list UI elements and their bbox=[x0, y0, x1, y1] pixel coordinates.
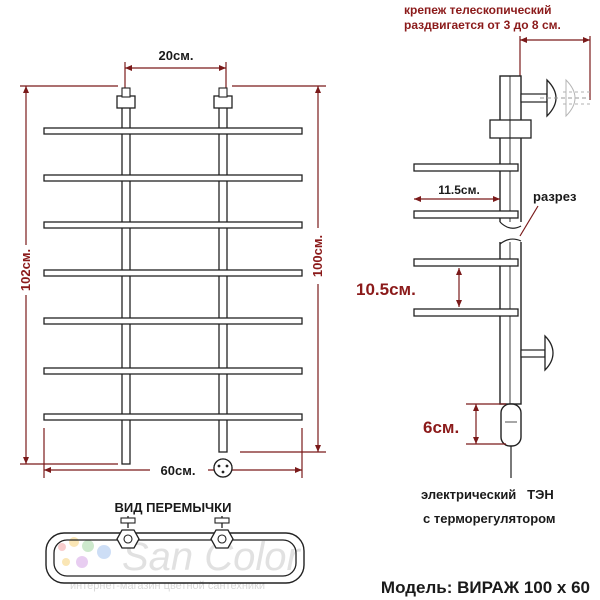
jumper-view: ВИД ПЕРЕМЫЧКИ bbox=[45, 500, 305, 584]
model-label: Модель: ВИРАЖ 100 х 60 bbox=[381, 578, 590, 597]
heater-caption-line1: электрический ТЭН bbox=[421, 487, 554, 502]
depth-label: 11.5см. bbox=[438, 183, 480, 197]
clamp-note-line2: раздвигается от 3 до 8 см. bbox=[404, 18, 561, 32]
right-mount-fitting bbox=[213, 95, 233, 109]
side-rung bbox=[413, 308, 519, 317]
watermark-tagline: интернет-магазин цветной сантехники bbox=[70, 580, 265, 592]
clamp-note-line1: крепеж телескопический bbox=[404, 3, 552, 17]
watermark-dot bbox=[82, 540, 94, 552]
heater-caption-line2: с терморегулятором bbox=[423, 511, 556, 526]
section-leader bbox=[519, 205, 539, 237]
side-rung bbox=[413, 163, 519, 172]
bar-height-label: 100см. bbox=[310, 235, 325, 277]
jumper-inner-loop bbox=[53, 539, 297, 577]
watermark-dot bbox=[76, 556, 88, 568]
jumper-title: ВИД ПЕРЕМЫЧКИ bbox=[115, 500, 232, 515]
rung bbox=[43, 367, 303, 375]
front-view: 20см. 102см. bbox=[16, 48, 328, 478]
rung bbox=[43, 269, 303, 277]
bottom-width-label: 60см. bbox=[161, 463, 196, 478]
total-height-label: 102см. bbox=[18, 249, 33, 291]
spacing-label: 10.5см. bbox=[356, 280, 416, 299]
watermark-brand: San Color bbox=[122, 535, 302, 579]
heater-element bbox=[500, 403, 522, 447]
rung bbox=[43, 413, 303, 421]
lower-suction-cup-icon bbox=[544, 334, 554, 372]
top-width-label: 20см. bbox=[159, 48, 194, 63]
side-view: крепеж телескопический раздвигается от 3… bbox=[356, 3, 591, 526]
watermark-dot bbox=[69, 537, 79, 547]
watermark-dot bbox=[62, 558, 70, 566]
heater-length-label: 6см. bbox=[423, 418, 459, 437]
section-label: разрез bbox=[533, 189, 577, 204]
rung bbox=[43, 221, 303, 229]
jumper-outer-loop bbox=[45, 532, 305, 584]
watermark-dot bbox=[97, 545, 111, 559]
side-rung bbox=[413, 258, 519, 267]
rung bbox=[43, 127, 303, 135]
left-vertical-tube bbox=[121, 105, 131, 465]
rung bbox=[43, 317, 303, 325]
left-mount-fitting bbox=[116, 95, 136, 109]
right-vertical-tube bbox=[218, 105, 228, 453]
side-rung bbox=[413, 210, 519, 219]
lower-mount-rod bbox=[520, 349, 546, 358]
watermark-dot bbox=[58, 543, 66, 551]
rung bbox=[43, 174, 303, 182]
